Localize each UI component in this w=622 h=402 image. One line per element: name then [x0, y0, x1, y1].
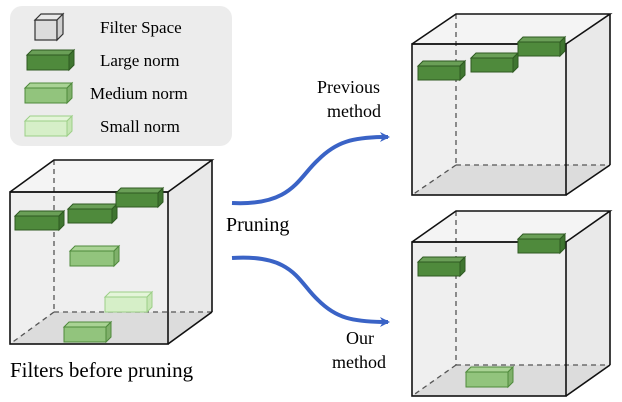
legend-label-large-norm: Large norm — [100, 51, 179, 70]
arrow-to-previous-method — [231, 132, 390, 206]
our-method-label-line1: Our — [346, 328, 374, 348]
small-norm-filter-icon — [23, 114, 74, 138]
large-norm-filter — [516, 35, 567, 58]
cube-before-pruning — [9, 159, 215, 345]
medium-norm-filter — [464, 365, 515, 389]
cube-icon — [33, 12, 65, 42]
legend-label-medium-norm: Medium norm — [90, 84, 188, 103]
previous-method-label-line2: method — [327, 101, 381, 121]
cube-our-method — [411, 210, 613, 397]
legend-background — [10, 6, 232, 146]
large-norm-filter — [469, 51, 520, 74]
medium-norm-filter-icon — [23, 81, 74, 105]
medium-norm-filter — [68, 244, 121, 268]
caption-filters-before-pruning: Filters before pruning — [10, 358, 194, 382]
large-norm-filter — [416, 255, 467, 278]
small-norm-filter — [103, 290, 154, 314]
large-norm-filter — [516, 232, 567, 255]
our-method-label-line2: method — [332, 352, 386, 372]
large-norm-filter-icon — [25, 48, 76, 72]
arrow-to-our-method — [231, 255, 390, 327]
pruning-label: Pruning — [226, 214, 289, 236]
large-norm-filter — [114, 186, 165, 209]
legend-label-small-norm: Small norm — [100, 117, 180, 136]
large-norm-filter — [66, 202, 119, 225]
cube-previous-method — [411, 13, 613, 196]
large-norm-filter — [13, 209, 66, 232]
legend: Filter Space Large norm Medium norm Smal… — [10, 6, 232, 146]
medium-norm-filter — [62, 320, 113, 344]
previous-method-label-line1: Previous — [317, 77, 380, 97]
large-norm-filter — [416, 59, 467, 82]
legend-label-filter-space: Filter Space — [100, 18, 182, 37]
